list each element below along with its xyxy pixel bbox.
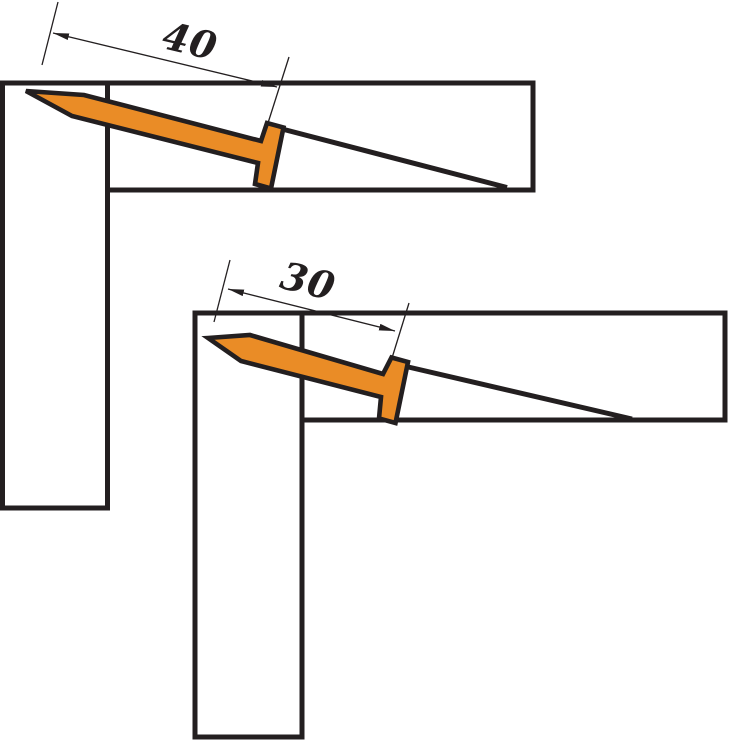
extension-line-right <box>267 56 290 124</box>
dimension-line <box>52 32 278 88</box>
dimension-label-30: 30 <box>276 252 340 309</box>
board-taper-line <box>281 126 508 190</box>
dimension-line <box>227 288 396 332</box>
board-taper-line <box>403 363 633 422</box>
vertical-board <box>0 80 110 511</box>
extension-line-left <box>41 1 59 66</box>
joint-diagram-30: 30 <box>192 252 728 740</box>
extension-line-left <box>213 259 231 323</box>
nail-30 <box>201 332 411 426</box>
extension-line-right <box>391 302 410 359</box>
vertical-board <box>192 310 305 740</box>
nail-40 <box>24 88 287 192</box>
